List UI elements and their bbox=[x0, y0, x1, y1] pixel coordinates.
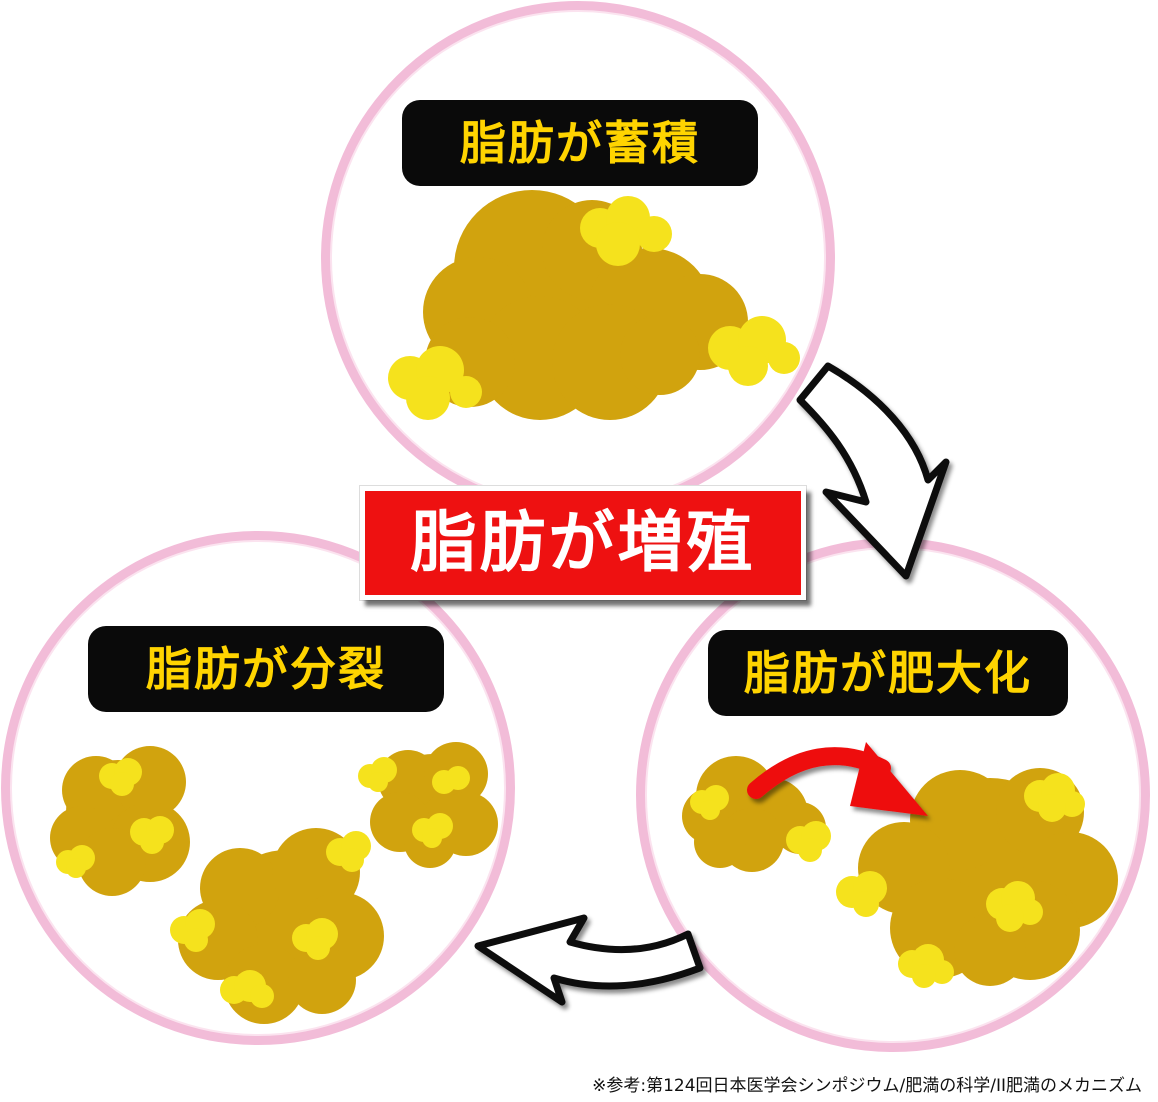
fat-cells-yellow-right bbox=[690, 773, 1085, 988]
fat-cells-yellow-top bbox=[388, 196, 800, 420]
curved-arrow-top-to-right-icon bbox=[796, 362, 950, 580]
stage-label-enlarge: 脂肪が肥大化 bbox=[708, 630, 1068, 716]
stage-label-divide: 脂肪が分裂 bbox=[88, 626, 444, 712]
stage-label-accumulate: 脂肪が蓄積 bbox=[402, 100, 758, 186]
reference-note: ※参考:第124回日本医学会シンポジウム/肥満の科学/II肥満のメカニズム bbox=[592, 1076, 1142, 1096]
fat-cells-yellow-left bbox=[56, 757, 470, 1008]
fat-cluster-accumulated bbox=[423, 190, 748, 420]
growth-arrow-icon bbox=[747, 742, 928, 816]
curved-arrow-right-to-left-icon bbox=[474, 914, 704, 1006]
center-title-proliferate: 脂肪が増殖 bbox=[360, 486, 806, 600]
